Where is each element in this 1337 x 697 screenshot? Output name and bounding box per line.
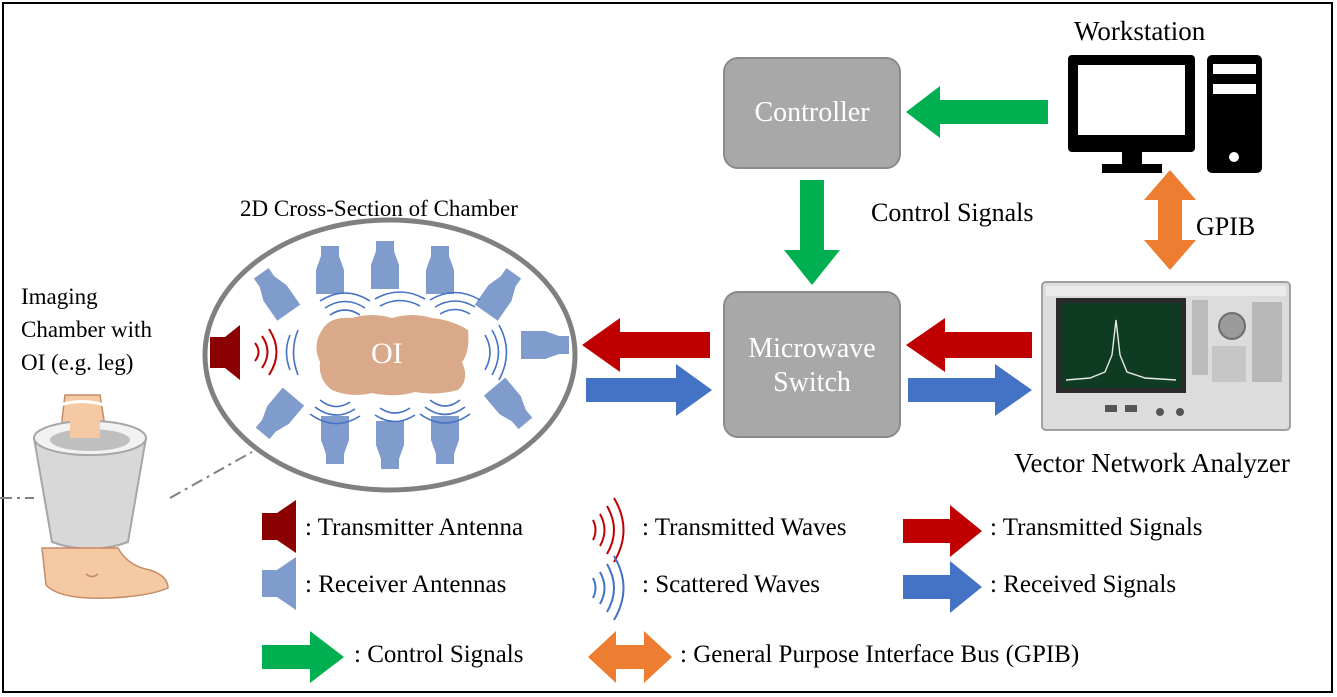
vna-icon <box>1041 281 1291 431</box>
legend-scattered-waves-icon <box>592 555 625 621</box>
arrow-controller-to-switch <box>784 180 840 285</box>
chamber-title: 2D Cross-Section of Chamber <box>240 196 518 221</box>
legend-transmitted-waves-icon <box>592 497 625 563</box>
gpib-arrow <box>1144 170 1196 270</box>
connector-lines <box>0 451 253 499</box>
legend-transmitted-waves-label: : Transmitted Waves <box>642 514 847 541</box>
legend-transmitted-signals-arrow <box>903 505 982 557</box>
legend-gpib-label: : General Purpose Interface Bus (GPIB) <box>680 641 1080 668</box>
legend-control-signals-label: : Control Signals <box>354 641 524 668</box>
legend-transmitted-signals-label: : Transmitted Signals <box>990 514 1203 541</box>
microwave-switch-label-line1: Microwave <box>748 333 876 364</box>
imaging-label-line3: OI (e.g. leg) <box>21 350 134 375</box>
microwave-switch-box <box>723 291 901 438</box>
legend-transmitter-antenna-icon <box>262 500 296 553</box>
imaging-label-line1: Imaging <box>21 284 98 309</box>
transmitted-waves-icon <box>254 328 278 376</box>
controller-label: Controller <box>754 97 870 128</box>
legend-transmitter-antenna-label: : Transmitter Antenna <box>305 514 524 541</box>
gpib-label: GPIB <box>1196 212 1256 241</box>
legend-control-signals-arrow <box>262 631 344 683</box>
oi-label: OI <box>371 337 403 370</box>
oi-object <box>316 315 469 396</box>
workstation-label: Workstation <box>1074 16 1206 46</box>
arrow-chamber-to-switch-receive <box>586 364 712 416</box>
legend-scattered-waves-label: : Scattered Waves <box>642 571 821 598</box>
arrow-workstation-to-controller <box>906 86 1048 138</box>
legend-receiver-antenna-icon <box>262 557 296 610</box>
transmitter-antenna-icon <box>210 325 240 380</box>
imaging-label-line2: Chamber with <box>21 317 152 342</box>
arrow-switch-to-chamber-transmit <box>582 318 710 372</box>
control-signals-label: Control Signals <box>871 198 1034 227</box>
workstation-icon <box>1068 55 1262 173</box>
vna-label: Vector Network Analyzer <box>1014 448 1290 478</box>
controller-box <box>723 57 901 169</box>
arrow-switch-to-vna-receive <box>908 364 1032 416</box>
legend-gpib-arrow <box>588 631 672 683</box>
arrow-vna-to-switch-transmit <box>906 318 1032 372</box>
legend-received-signals-label: : Received Signals <box>990 571 1177 598</box>
legend-receiver-antennas-label: : Receiver Antennas <box>305 571 507 598</box>
scattered-waves <box>285 291 508 425</box>
imaging-chamber-illustration <box>32 394 169 599</box>
microwave-switch-label-line2: Switch <box>773 367 851 398</box>
legend-received-signals-arrow <box>903 561 982 613</box>
